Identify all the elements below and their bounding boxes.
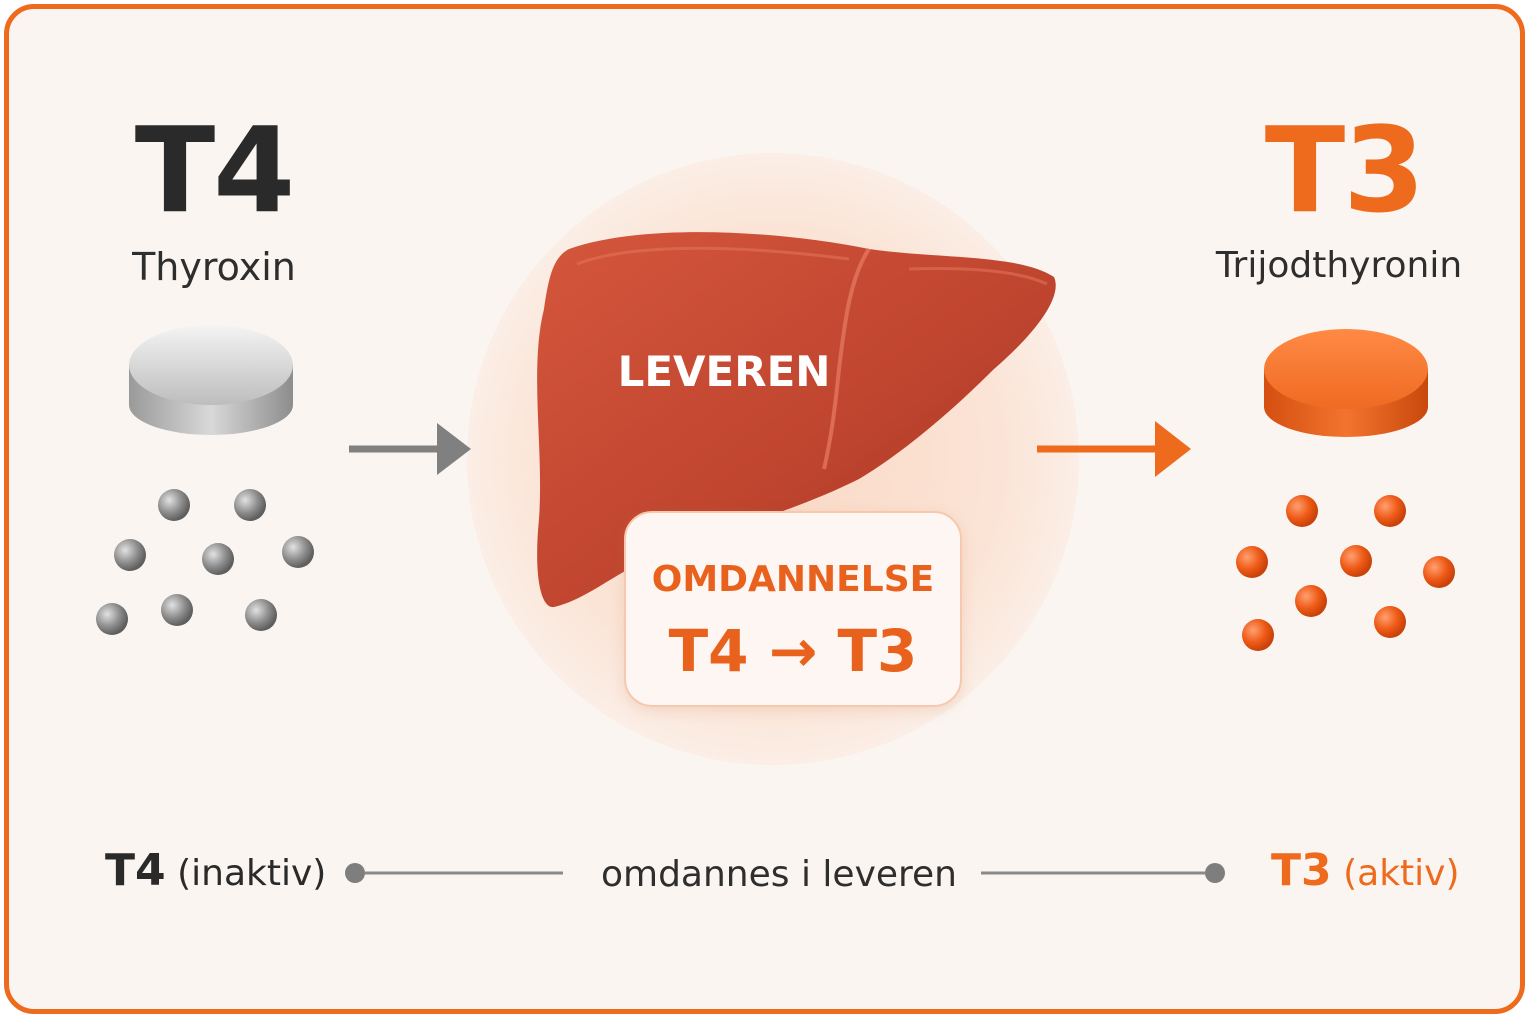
t4-name: Thyroxin <box>132 245 296 289</box>
conversion-box: OMDANNELSE T4 → T3 <box>624 511 962 707</box>
bottom-connector-right <box>981 863 1225 883</box>
conversion-title: OMDANNELSE <box>651 559 935 600</box>
bottom-left-label: T4 (inaktiv) <box>105 845 327 896</box>
t3-pill-icon <box>1264 329 1428 437</box>
t3-heading: T3 <box>1264 101 1426 239</box>
bottom-right-status: (aktiv) <box>1343 853 1460 894</box>
bottom-left-status: (inaktiv) <box>177 853 327 894</box>
bottom-middle-label: omdannes i leveren <box>600 854 957 895</box>
diagram-frame: T4 Thyroxin T3 Trijodthyronin LEVEREN OM… <box>4 4 1525 1014</box>
bottom-right-code: T3 <box>1271 845 1332 896</box>
t3-name: Trijodthyronin <box>1215 245 1463 286</box>
bottom-left-code: T4 <box>105 845 166 896</box>
arrow-right-gray-icon <box>349 423 471 475</box>
bottom-connector-left <box>345 863 563 883</box>
conversion-equation: T4 → T3 <box>668 617 918 685</box>
t4-pill-icon <box>129 325 293 435</box>
t4-molecules <box>96 489 314 635</box>
arrow-right-orange-icon <box>1037 421 1191 477</box>
bottom-right-label: T3 (aktiv) <box>1271 845 1460 896</box>
t4-heading: T4 <box>134 101 296 239</box>
t3-molecules <box>1236 495 1455 651</box>
liver-label: LEVEREN <box>617 347 831 396</box>
